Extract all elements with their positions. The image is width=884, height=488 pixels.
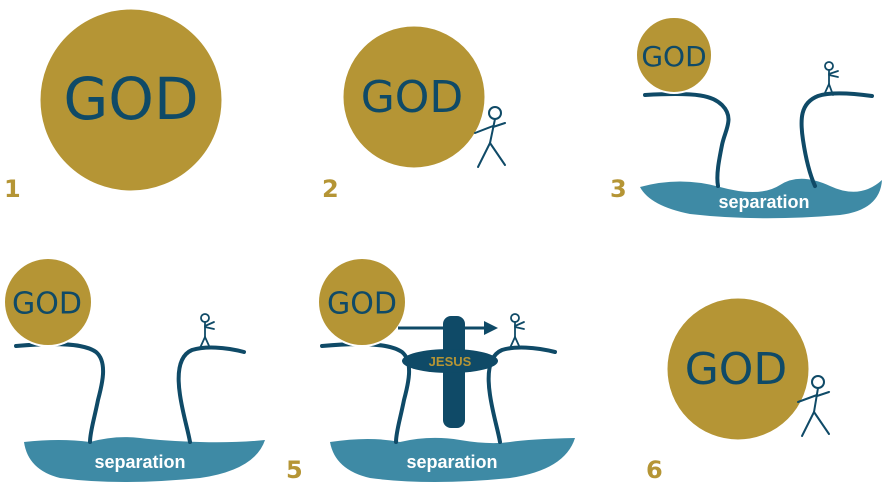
arrow-head-icon	[484, 321, 498, 335]
right-cliff	[489, 348, 555, 442]
god-label: GOD	[641, 40, 706, 73]
panel-number: 2	[322, 175, 339, 203]
panel-6: GOD 6	[646, 297, 829, 484]
panel-3: separation GOD 3	[610, 17, 882, 218]
god-label: GOD	[327, 287, 397, 322]
god-label: GOD	[685, 344, 788, 395]
person-icon	[824, 62, 838, 95]
person-icon	[200, 314, 214, 348]
separation-label: separation	[718, 192, 809, 212]
panel-2: GOD 2	[322, 25, 505, 203]
panel-1: GOD 1	[4, 8, 223, 203]
left-cliff	[645, 94, 729, 186]
panel-number: 1	[4, 175, 21, 203]
left-cliff	[16, 344, 103, 442]
right-cliff	[179, 348, 244, 442]
god-label: GOD	[63, 65, 198, 133]
jesus-label: JESUS	[429, 354, 472, 369]
god-label: GOD	[361, 72, 464, 123]
panel-number: 5	[286, 456, 303, 484]
panel-number: 6	[646, 456, 663, 484]
separation-label: separation	[94, 452, 185, 472]
separation-label: separation	[406, 452, 497, 472]
right-cliff	[802, 93, 872, 186]
left-cliff	[322, 344, 409, 442]
panel-5: separation JESUS GOD 5	[286, 258, 575, 484]
panel-number: 3	[610, 175, 627, 203]
person-icon	[510, 314, 524, 348]
god-label: GOD	[12, 287, 82, 322]
panel-4: separation GOD	[4, 258, 265, 482]
